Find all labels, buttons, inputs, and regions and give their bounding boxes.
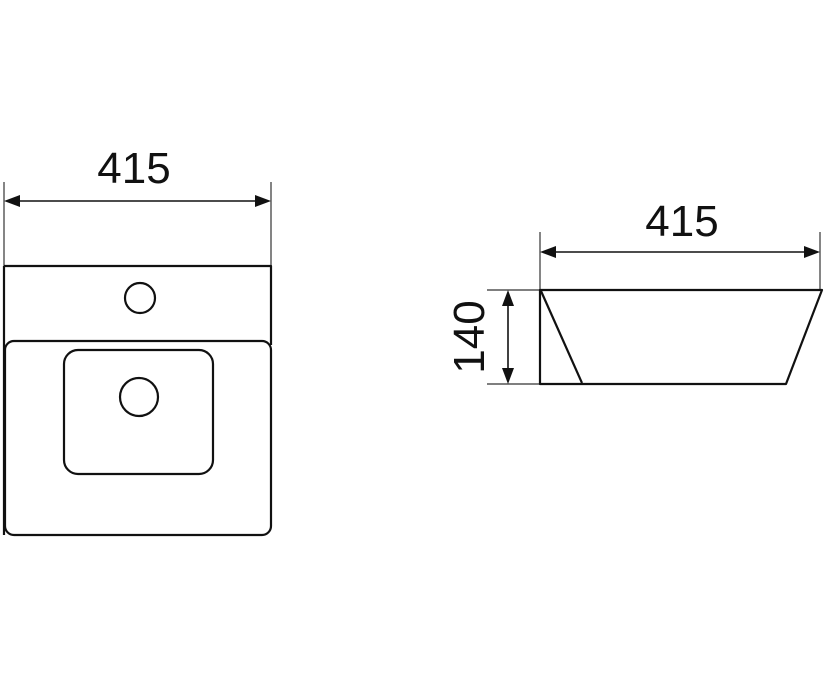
top-view: 415	[2, 144, 273, 537]
bowl-slope-line	[539, 290, 584, 384]
basin-profile	[538, 288, 824, 386]
top-arrow-left	[4, 195, 20, 207]
top-width-label: 415	[97, 144, 170, 193]
side-arrow-bottom	[502, 368, 514, 384]
drain-hole	[118, 376, 160, 418]
inner-bowl	[62, 348, 215, 476]
side-arrow-left	[540, 246, 556, 258]
side-width-label: 415	[645, 197, 718, 246]
side-view: 415 140	[445, 197, 824, 386]
side-height-label: 140	[445, 300, 494, 373]
tap-hole	[123, 281, 157, 315]
side-arrow-top	[502, 290, 514, 306]
side-arrow-right	[804, 246, 820, 258]
top-outline-back	[4, 264, 273, 345]
top-arrow-right	[255, 195, 271, 207]
front-rim	[3, 339, 273, 537]
